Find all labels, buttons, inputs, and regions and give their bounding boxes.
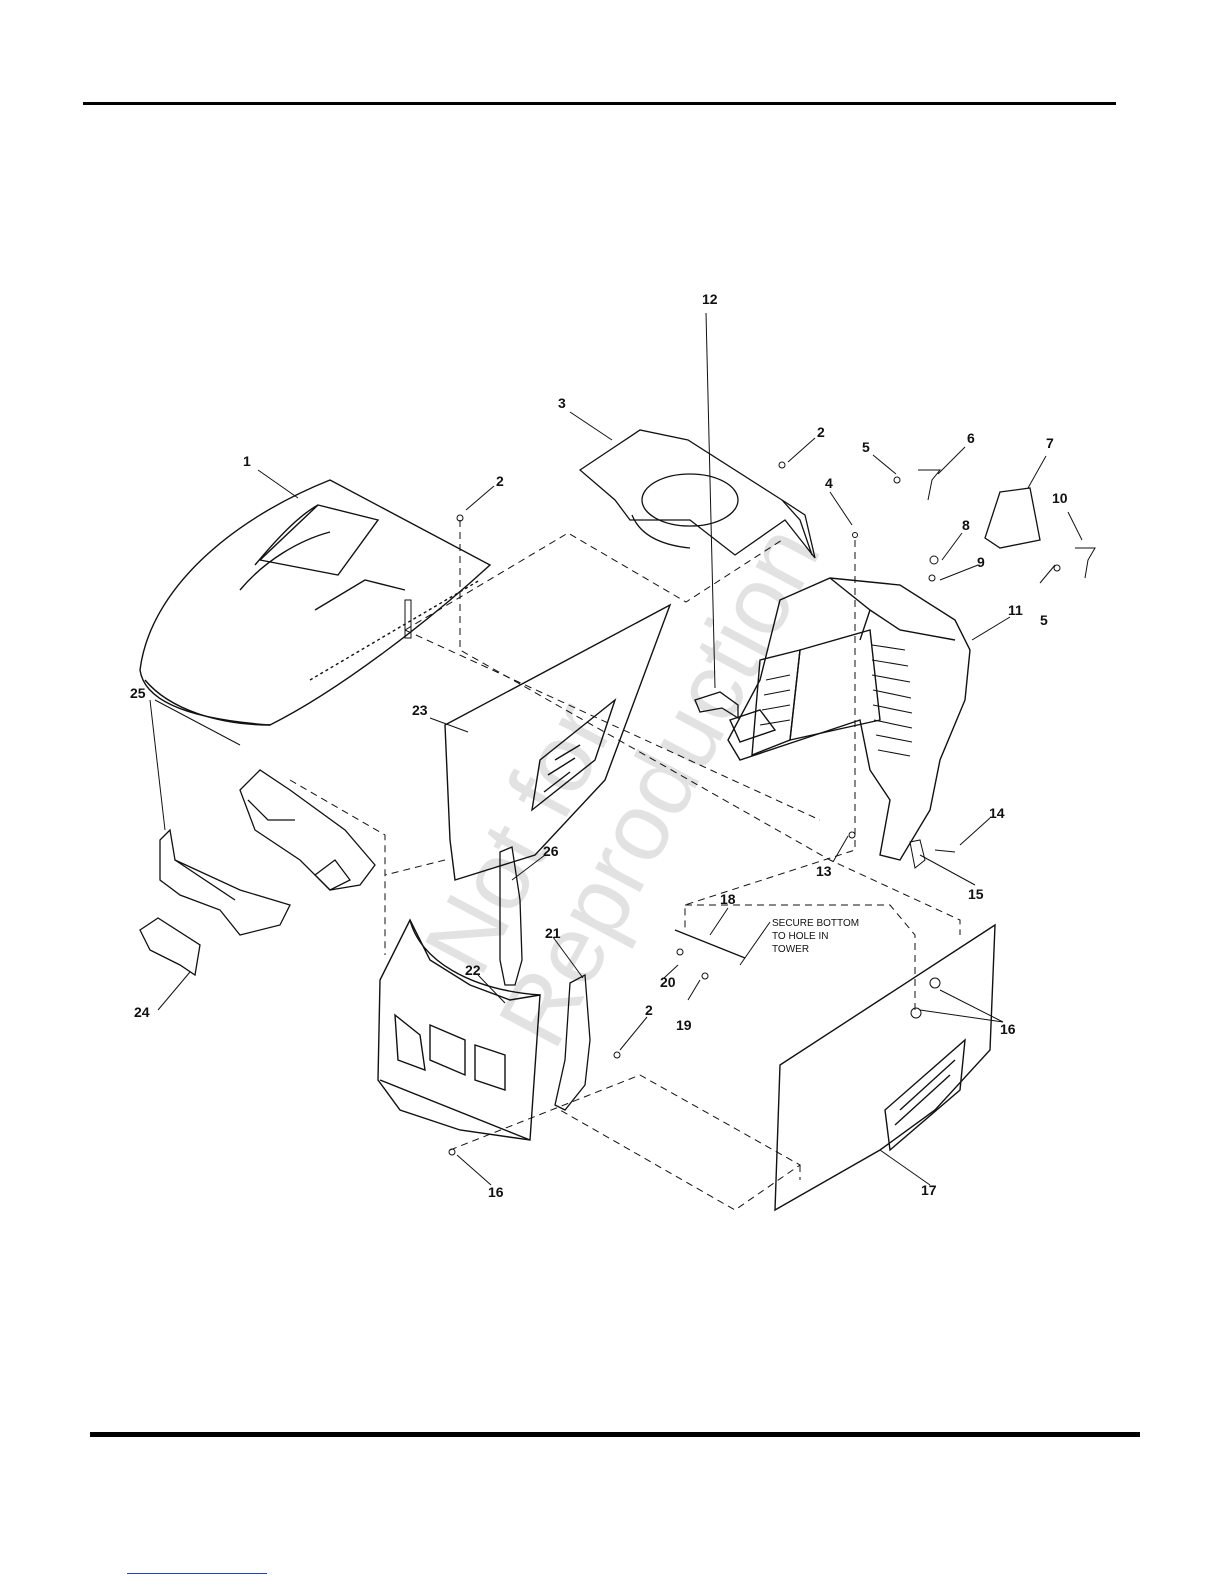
footer-link-underline[interactable] — [127, 1573, 267, 1574]
callout-2-c: 2 — [645, 1002, 653, 1018]
callout-16-b: 16 — [1000, 1021, 1016, 1037]
part-grille-insert — [140, 918, 200, 975]
callout-16-a: 16 — [488, 1184, 504, 1200]
part-right-side-panel — [775, 925, 995, 1210]
callout-10: 10 — [1052, 490, 1068, 506]
callout-18: 18 — [720, 891, 736, 907]
note-line-3: TOWER — [772, 944, 809, 955]
callout-12: 12 — [702, 291, 718, 307]
callout-4: 4 — [825, 475, 833, 491]
callout-21: 21 — [545, 925, 561, 941]
assembly-note: SECURE BOTTOM TO HOLE IN TOWER — [772, 918, 859, 955]
part-headlight-assembly — [160, 770, 375, 935]
callout-2-a: 2 — [496, 473, 504, 489]
note-line-1: SECURE BOTTOM — [772, 918, 859, 929]
callout-22: 22 — [465, 962, 481, 978]
callout-14: 14 — [989, 805, 1005, 821]
callout-11: 11 — [1008, 602, 1023, 618]
callout-1: 1 — [243, 453, 251, 469]
callout-7: 7 — [1046, 435, 1054, 451]
note-line-2: TO HOLE IN — [772, 931, 829, 942]
callout-26: 26 — [543, 843, 559, 859]
callout-3: 3 — [558, 395, 566, 411]
callout-23: 23 — [412, 702, 428, 718]
callout-8: 8 — [962, 517, 970, 533]
callout-2-b: 2 — [817, 424, 825, 440]
callout-9: 9 — [977, 554, 985, 570]
callout-5-a: 5 — [862, 439, 870, 455]
callout-6: 6 — [967, 430, 975, 446]
callout-19: 19 — [676, 1017, 692, 1033]
callout-5-b: 5 — [1040, 612, 1048, 628]
callout-17: 17 — [921, 1182, 937, 1198]
bottom-rule — [90, 1432, 1140, 1437]
callout-20: 20 — [660, 974, 676, 990]
part-hood — [140, 480, 490, 725]
callout-13: 13 — [816, 863, 832, 879]
part-knob-cover — [985, 488, 1040, 548]
callout-15: 15 — [968, 886, 984, 902]
callout-25: 25 — [130, 685, 146, 701]
callout-24: 24 — [134, 1004, 150, 1020]
